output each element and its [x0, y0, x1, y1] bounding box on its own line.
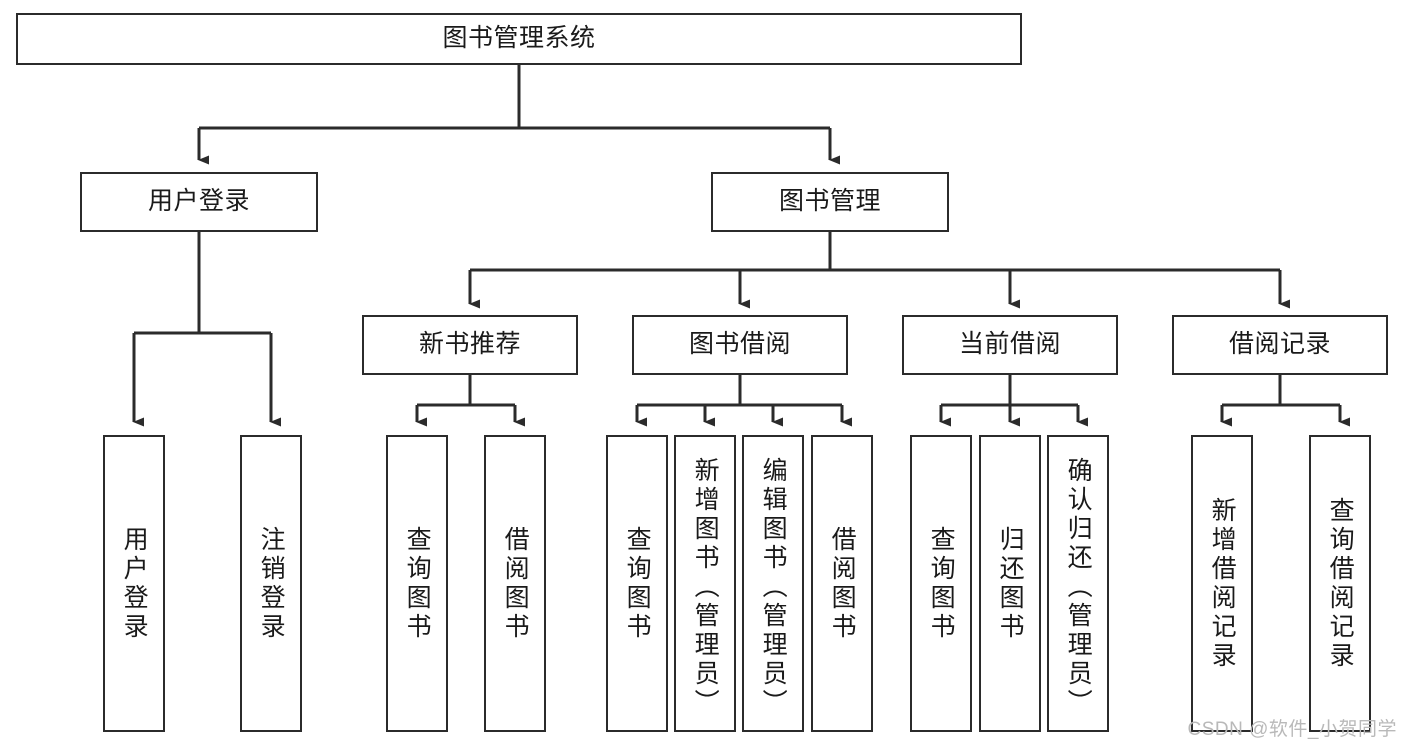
- node-label: 编辑图书（管理员）: [759, 457, 788, 718]
- leaf-add-borrow-record[interactable]: 新增借阅记录: [1191, 435, 1253, 732]
- leaf-edit-book-admin[interactable]: 编辑图书（管理员）: [742, 435, 804, 732]
- node-label: 借阅图书: [501, 525, 530, 642]
- node-label: 新书推荐: [418, 330, 521, 359]
- csdn-watermark: CSDN @软件_小贺同学: [1187, 719, 1397, 740]
- node-label: 确认归还（管理员）: [1064, 457, 1093, 718]
- node-label: 图书管理: [778, 187, 881, 216]
- node-label: 用户登录: [120, 525, 149, 642]
- leaf-add-book-admin[interactable]: 新增图书（管理员）: [674, 435, 736, 732]
- node-root-book-management-system[interactable]: 图书管理系统: [16, 13, 1022, 65]
- node-label: 借阅记录: [1228, 330, 1331, 359]
- node-user-login[interactable]: 用户登录: [80, 172, 318, 232]
- node-label: 查询借阅记录: [1326, 496, 1355, 671]
- leaf-logout[interactable]: 注销登录: [240, 435, 302, 732]
- node-label: 新增图书（管理员）: [691, 457, 720, 718]
- node-label: 查询图书: [623, 525, 652, 642]
- node-borrowing-record[interactable]: 借阅记录: [1172, 315, 1388, 375]
- node-book-management[interactable]: 图书管理: [711, 172, 949, 232]
- node-new-book-recommendation[interactable]: 新书推荐: [362, 315, 578, 375]
- node-label: 图书管理系统: [442, 24, 596, 53]
- leaf-query-book-new-rec[interactable]: 查询图书: [386, 435, 448, 732]
- leaf-borrow-book-new-rec[interactable]: 借阅图书: [484, 435, 546, 732]
- leaf-query-book-current[interactable]: 查询图书: [910, 435, 972, 732]
- leaf-confirm-return-admin[interactable]: 确认归还（管理员）: [1047, 435, 1109, 732]
- node-label: 用户登录: [147, 187, 250, 216]
- node-current-borrowing[interactable]: 当前借阅: [902, 315, 1118, 375]
- leaf-query-borrow-record[interactable]: 查询借阅记录: [1309, 435, 1371, 732]
- node-label: 查询图书: [403, 525, 432, 642]
- node-book-borrowing[interactable]: 图书借阅: [632, 315, 848, 375]
- leaf-return-book[interactable]: 归还图书: [979, 435, 1041, 732]
- leaf-query-book-borrow[interactable]: 查询图书: [606, 435, 668, 732]
- node-label: 注销登录: [257, 525, 286, 642]
- node-label: 归还图书: [996, 525, 1025, 642]
- leaf-borrow-book-borrow[interactable]: 借阅图书: [811, 435, 873, 732]
- node-label: 新增借阅记录: [1208, 496, 1237, 671]
- leaf-user-login[interactable]: 用户登录: [103, 435, 165, 732]
- node-label: 借阅图书: [828, 525, 857, 642]
- node-label: 查询图书: [927, 525, 956, 642]
- node-label: 图书借阅: [688, 330, 791, 359]
- node-label: 当前借阅: [958, 330, 1061, 359]
